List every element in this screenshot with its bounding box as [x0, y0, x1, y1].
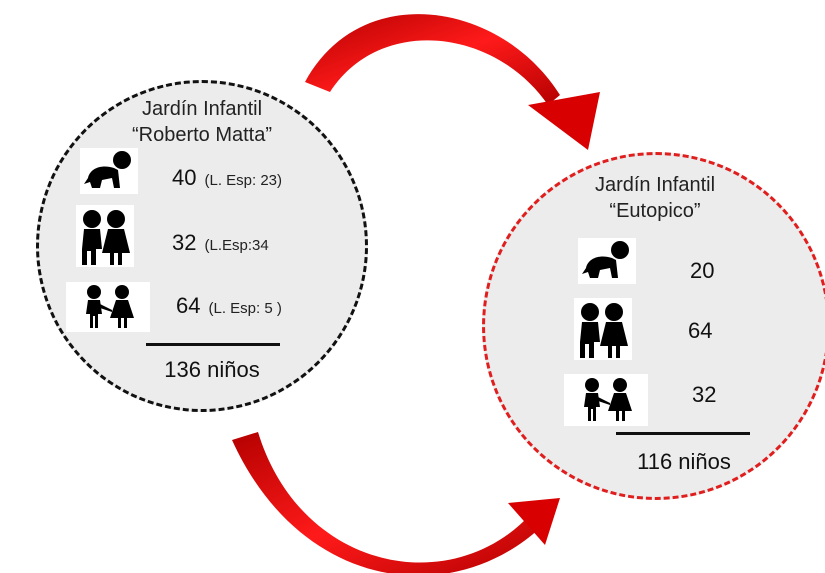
right-title-line1: Jardín Infantil [594, 174, 716, 196]
left-row3-note: (L. Esp: 5 ) [208, 300, 282, 317]
top-arrow-body [305, 14, 560, 105]
left-title-line2: “Roberto Matta” [131, 124, 273, 146]
crawling-baby-icon-right [578, 238, 636, 284]
toddler-pair-icon [76, 205, 134, 267]
left-total: 136 niños [164, 357, 260, 382]
top-arrow-head [528, 92, 600, 150]
right-total: 116 niños [637, 449, 731, 474]
right-row3-count: 32 [692, 382, 717, 407]
right-row2-count: 64 [688, 318, 713, 343]
left-row1-count: 40 [172, 165, 197, 190]
eutopico-circle [482, 152, 825, 500]
right-title: Jardín Infantil “Eutopico” [560, 172, 750, 224]
bottom-arrow-body [232, 432, 540, 573]
left-title-line1: Jardín Infantil [141, 98, 263, 120]
toddler-pair-icon-right [574, 298, 632, 360]
bottom-arrow-head [508, 498, 560, 545]
children-holding-hands-icon-right [564, 374, 648, 426]
left-title: Jardín Infantil “Roberto Matta” [86, 96, 318, 148]
left-row1-note: (L. Esp: 23) [204, 172, 283, 189]
left-row2-count: 32 [172, 230, 197, 255]
left-row2-note: (L.Esp:34 [204, 237, 269, 254]
right-title-line2: “Eutopico” [609, 200, 701, 222]
right-row1-count: 20 [690, 258, 715, 283]
left-row2: 32 (L.Esp:34 [172, 230, 269, 256]
children-holding-hands-icon [66, 282, 150, 332]
crawling-baby-icon [80, 148, 138, 194]
left-row3-count: 64 [176, 293, 201, 318]
left-sum-line [146, 343, 280, 346]
left-row3: 64 (L. Esp: 5 ) [176, 293, 282, 319]
right-sum-line [616, 432, 750, 435]
left-row1: 40 (L. Esp: 23) [172, 165, 282, 191]
